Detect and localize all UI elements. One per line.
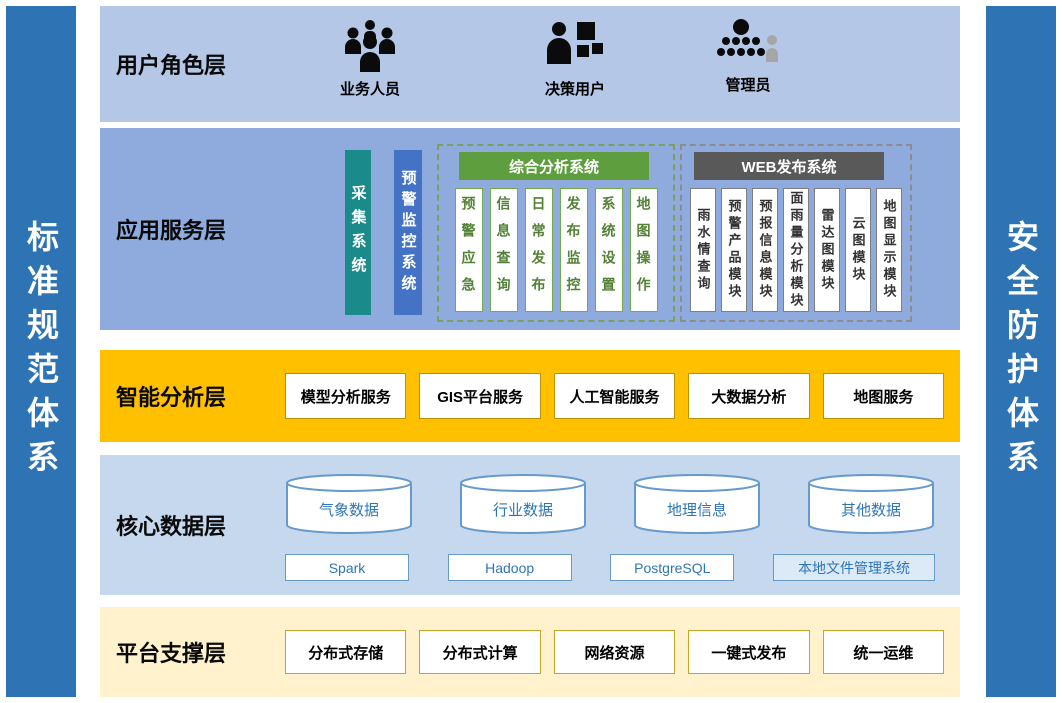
module-label: 信息查询 bbox=[495, 196, 512, 304]
warning-monitor-system-bar: 预警监控系统 bbox=[394, 150, 422, 315]
storage-row: Spark Hadoop PostgreSQL 本地文件管理系统 bbox=[285, 554, 935, 581]
database-cylinder: 行业数据 bbox=[459, 473, 587, 535]
module-label: 发布监控 bbox=[565, 196, 582, 304]
module-label: 云图模块 bbox=[850, 216, 866, 284]
database-label: 其他数据 bbox=[840, 501, 901, 519]
capability-box: 统一运维 bbox=[822, 630, 945, 674]
databases-row: 气象数据 行业数据 地理信息 bbox=[285, 473, 935, 535]
module-label: 面雨量分析模块 bbox=[788, 190, 804, 310]
comprehensive-analysis-system-header: 综合分析系统 bbox=[459, 152, 649, 180]
capability-box: 分布式存储 bbox=[285, 630, 407, 674]
collection-system-label: 采集系统 bbox=[349, 184, 367, 281]
database-icon bbox=[460, 474, 586, 534]
module-label: 雨水情查询 bbox=[695, 207, 711, 293]
role-decision-user: 决策用户 bbox=[510, 18, 640, 99]
module-box: 预警产品模块 bbox=[721, 188, 747, 312]
role-label: 业务人员 bbox=[339, 81, 400, 98]
database-cylinder: 气象数据 bbox=[285, 473, 413, 535]
warning-monitor-system-label: 预警监控系统 bbox=[399, 169, 417, 296]
analysis-modules: 预警应急 信息查询 日常发布 发布监控 系统设置 地图操作 bbox=[447, 188, 665, 312]
module-label: 地图操作 bbox=[635, 196, 652, 304]
storage-box: PostgreSQL bbox=[610, 554, 735, 581]
role-label: 管理员 bbox=[725, 77, 771, 94]
capability-box: 一键式发布 bbox=[688, 630, 810, 674]
module-box: 面雨量分析模块 bbox=[783, 188, 809, 312]
module-box: 云图模块 bbox=[845, 188, 871, 312]
role-business-staff: 业务人员 bbox=[305, 18, 435, 99]
role-admin: 管理员 bbox=[683, 18, 813, 95]
comprehensive-analysis-system-group: 综合分析系统 预警应急 信息查询 日常发布 发布监控 系统设置 地图操作 bbox=[437, 144, 675, 322]
intelligent-analysis-layer-label: 智能分析层 bbox=[116, 385, 227, 410]
capability-box: 分布式计算 bbox=[419, 630, 541, 674]
core-data-layer-label: 核心数据层 bbox=[116, 514, 227, 539]
database-icon bbox=[808, 474, 934, 534]
business-staff-icon bbox=[345, 20, 395, 72]
service-box: GIS平台服务 bbox=[419, 373, 541, 419]
database-label: 地理信息 bbox=[666, 501, 727, 519]
database-icon bbox=[634, 474, 760, 534]
web-publish-system-header: WEB发布系统 bbox=[694, 152, 884, 180]
collection-system-bar: 采集系统 bbox=[345, 150, 371, 315]
module-box: 信息查询 bbox=[489, 188, 518, 312]
security-system-bar: 安全防护体系 bbox=[986, 6, 1056, 697]
intelligent-analysis-layer: 智能分析层 模型分析服务 GIS平台服务 人工智能服务 大数据分析 地图服务 bbox=[100, 350, 960, 442]
user-role-layer-label: 用户角色层 bbox=[116, 53, 227, 78]
module-label: 预报信息模块 bbox=[757, 199, 773, 301]
database-label: 行业数据 bbox=[492, 501, 553, 519]
capability-box: 网络资源 bbox=[553, 630, 676, 674]
service-box: 模型分析服务 bbox=[285, 373, 407, 419]
database-cylinder: 地理信息 bbox=[633, 473, 761, 535]
module-box: 雨水情查询 bbox=[690, 188, 716, 312]
module-box: 发布监控 bbox=[559, 188, 588, 312]
core-data-layer: 核心数据层 气象数据 行业数据 bbox=[100, 455, 960, 595]
platform-support-layer-label: 平台支撑层 bbox=[116, 641, 227, 666]
module-box: 地图显示模块 bbox=[876, 188, 902, 312]
database-label: 气象数据 bbox=[318, 501, 379, 519]
service-box: 大数据分析 bbox=[688, 373, 810, 419]
standards-system-bar: 标准规范体系 bbox=[6, 6, 76, 697]
module-box: 预警应急 bbox=[454, 188, 483, 312]
analysis-services-row: 模型分析服务 GIS平台服务 人工智能服务 大数据分析 地图服务 bbox=[285, 373, 945, 419]
storage-box: 本地文件管理系统 bbox=[772, 554, 935, 581]
service-box: 人工智能服务 bbox=[553, 373, 676, 419]
web-modules: 雨水情查询 预警产品模块 预报信息模块 面雨量分析模块 雷达图模块 云图模块 地… bbox=[690, 188, 902, 312]
module-box: 预报信息模块 bbox=[752, 188, 778, 312]
security-system-label: 安全防护体系 bbox=[1003, 219, 1039, 484]
app-service-layer: 应用服务层 采集系统 预警监控系统 综合分析系统 预警应急 信息查询 日常发布 … bbox=[100, 128, 960, 330]
module-label: 地图显示模块 bbox=[881, 199, 897, 301]
app-service-layer-label: 应用服务层 bbox=[116, 218, 227, 243]
module-label: 系统设置 bbox=[600, 196, 617, 304]
module-label: 预警产品模块 bbox=[726, 199, 742, 301]
module-label: 日常发布 bbox=[530, 196, 547, 304]
database-cylinder: 其他数据 bbox=[807, 473, 935, 535]
decision-user-icon bbox=[547, 22, 603, 64]
platform-support-layer: 平台支撑层 分布式存储 分布式计算 网络资源 一键式发布 统一运维 bbox=[100, 607, 960, 697]
module-label: 雷达图模块 bbox=[819, 207, 835, 293]
platform-capabilities-row: 分布式存储 分布式计算 网络资源 一键式发布 统一运维 bbox=[285, 630, 945, 674]
web-publish-system-group: WEB发布系统 雨水情查询 预警产品模块 预报信息模块 面雨量分析模块 雷达图模… bbox=[680, 144, 912, 322]
module-box: 雷达图模块 bbox=[814, 188, 840, 312]
standards-system-label: 标准规范体系 bbox=[23, 219, 59, 484]
user-role-layer: 用户角色层 业务人员 bbox=[100, 6, 960, 122]
module-label: 预警应急 bbox=[460, 196, 477, 304]
storage-box: Hadoop bbox=[447, 554, 572, 581]
role-label: 决策用户 bbox=[544, 81, 605, 98]
admin-icon bbox=[717, 19, 778, 62]
module-box: 系统设置 bbox=[594, 188, 623, 312]
module-box: 地图操作 bbox=[629, 188, 658, 312]
module-box: 日常发布 bbox=[524, 188, 553, 312]
storage-box: Spark bbox=[285, 554, 409, 581]
service-box: 地图服务 bbox=[822, 373, 945, 419]
database-icon bbox=[286, 474, 412, 534]
